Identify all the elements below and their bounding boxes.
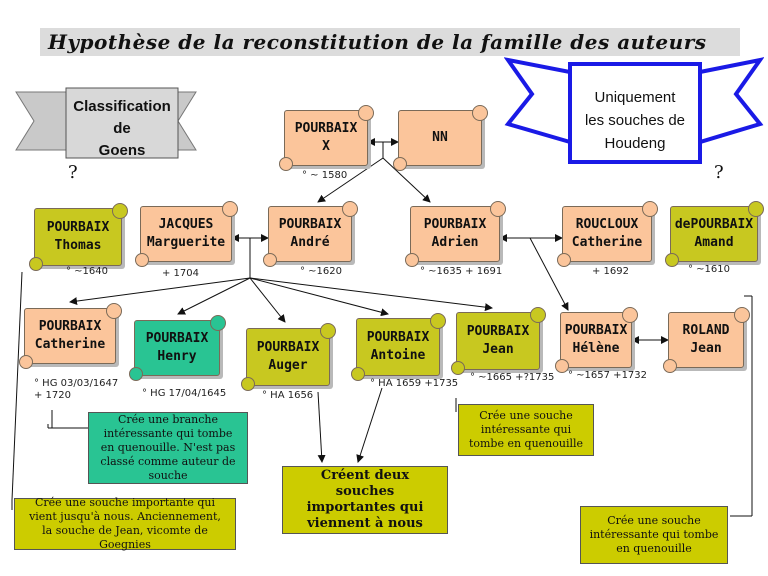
person-date: + 1704 — [162, 268, 200, 279]
person-date: ° ~1657 +1732 — [568, 370, 648, 381]
person-date: + 1692 — [592, 266, 630, 277]
person-pourbaix-adrien: POURBAIX Adrien — [405, 201, 506, 267]
person-pourbaix-andre: POURBAIX André — [263, 201, 358, 267]
person-pourbaix-henry: POURBAIX Henry — [129, 315, 226, 381]
person-surname: POURBAIX — [564, 323, 628, 338]
person-date: ° ~1620 — [300, 266, 343, 277]
person-surname: POURBAIX — [294, 121, 358, 136]
person-given-name: Jean — [482, 342, 514, 357]
person-given-name: Antoine — [370, 348, 426, 363]
note-thomas: Crée une souche importante qui vient jus… — [14, 496, 236, 551]
person-date: ° ~ 1580 — [302, 170, 348, 181]
person-pourbaix-jean: POURBAIX Jean — [451, 307, 546, 375]
banner-line: Uniquement — [594, 89, 676, 106]
classification-banner — [15, 87, 197, 159]
person-pourbaix-x: POURBAIX X — [279, 105, 374, 171]
person-pourbaix-antoine: POURBAIX Antoine — [351, 313, 446, 381]
person-given-name: Amand — [694, 235, 734, 250]
person-given-name: Marguerite — [146, 235, 226, 250]
person-date-line: + 1720 — [34, 390, 72, 401]
person-given-name: Henry — [157, 349, 197, 364]
person-given-name: Hélène — [572, 341, 620, 356]
question-mark-thomas: ? — [68, 162, 78, 183]
person-surname: POURBAIX — [46, 220, 110, 235]
person-date: ° ~1610 — [688, 264, 731, 275]
person-given-name: Catherine — [34, 337, 106, 352]
person-surname: dePOURBAIX — [674, 217, 754, 232]
person-surname: ROLAND — [682, 323, 730, 338]
person-surname: NN — [432, 130, 448, 145]
person-date: ° HA 1656 — [262, 390, 314, 401]
person-given-name: Jean — [690, 341, 722, 356]
person-roucloux-catherine: ROUCLOUX Catherine — [557, 201, 658, 267]
person-nn: NN — [393, 105, 488, 171]
person-given-name: Auger — [268, 358, 308, 373]
person-roland-jean: ROLAND Jean — [663, 307, 750, 373]
person-date: ° ~1665 +?1735 — [470, 372, 555, 383]
banner-line: de — [113, 120, 131, 137]
note-jean: Crée une souche intéressante qui tombe e… — [458, 404, 594, 456]
person-surname: JACQUES — [158, 217, 214, 232]
person-surname: POURBAIX — [38, 319, 102, 334]
person-pourbaix-helene: POURBAIX Hélène — [555, 307, 638, 373]
person-given-name: Thomas — [54, 238, 102, 253]
classification-banner-text: Classification de Goens — [66, 96, 178, 162]
question-mark-amand: ? — [714, 162, 724, 183]
banner-line: Houdeng — [604, 135, 666, 152]
person-pourbaix-auger: POURBAIX Auger — [241, 323, 336, 391]
note-auger-antoine: Créent deux souches importantes qui vien… — [282, 466, 448, 534]
person-given-name: X — [322, 139, 330, 154]
person-given-name: Adrien — [431, 235, 479, 250]
diagram-title-text: Hypothèse de la reconstitution de la fam… — [48, 30, 707, 54]
note-henry: Crée une branche intéressante qui tombe … — [88, 412, 248, 484]
person-date: ° ~1635 + 1691 — [420, 266, 503, 277]
person-surname: ROUCLOUX — [575, 217, 639, 232]
banner-line: Goens — [98, 142, 146, 159]
person-surname: POURBAIX — [423, 217, 487, 232]
person-surname: POURBAIX — [256, 340, 320, 355]
person-date-line: ° HG 03/03/1647 — [34, 378, 119, 389]
person-surname: POURBAIX — [466, 324, 530, 339]
souches-banner-text: Uniquement les souches de Houdeng — [572, 86, 698, 155]
person-date: ° HA 1659 +1735 — [370, 378, 459, 389]
note-amand: Crée une souche intéressante qui tombe e… — [580, 506, 728, 564]
person-pourbaix-thomas: POURBAIX Thomas — [29, 203, 128, 271]
person-surname: POURBAIX — [278, 217, 342, 232]
person-given-name: Catherine — [571, 235, 643, 250]
diagram-title: Hypothèse de la reconstitution de la fam… — [40, 28, 740, 56]
banner-line: Classification — [73, 98, 171, 115]
banner-line: les souches de — [584, 112, 686, 129]
souches-banner — [504, 57, 764, 164]
person-surname: POURBAIX — [366, 330, 430, 345]
person-date: ° HG 03/03/1647 + 1720 — [34, 378, 118, 402]
person-surname: POURBAIX — [145, 331, 209, 346]
person-depourbaix-amand: dePOURBAIX Amand — [665, 201, 764, 267]
person-date: ° ~1640 — [66, 266, 109, 277]
person-date: ° HG 17/04/1645 — [142, 388, 227, 399]
person-given-name: André — [290, 235, 330, 250]
person-jacques-marguerite: JACQUES Marguerite — [135, 201, 238, 267]
person-pourbaix-catherine: POURBAIX Catherine — [19, 303, 122, 369]
